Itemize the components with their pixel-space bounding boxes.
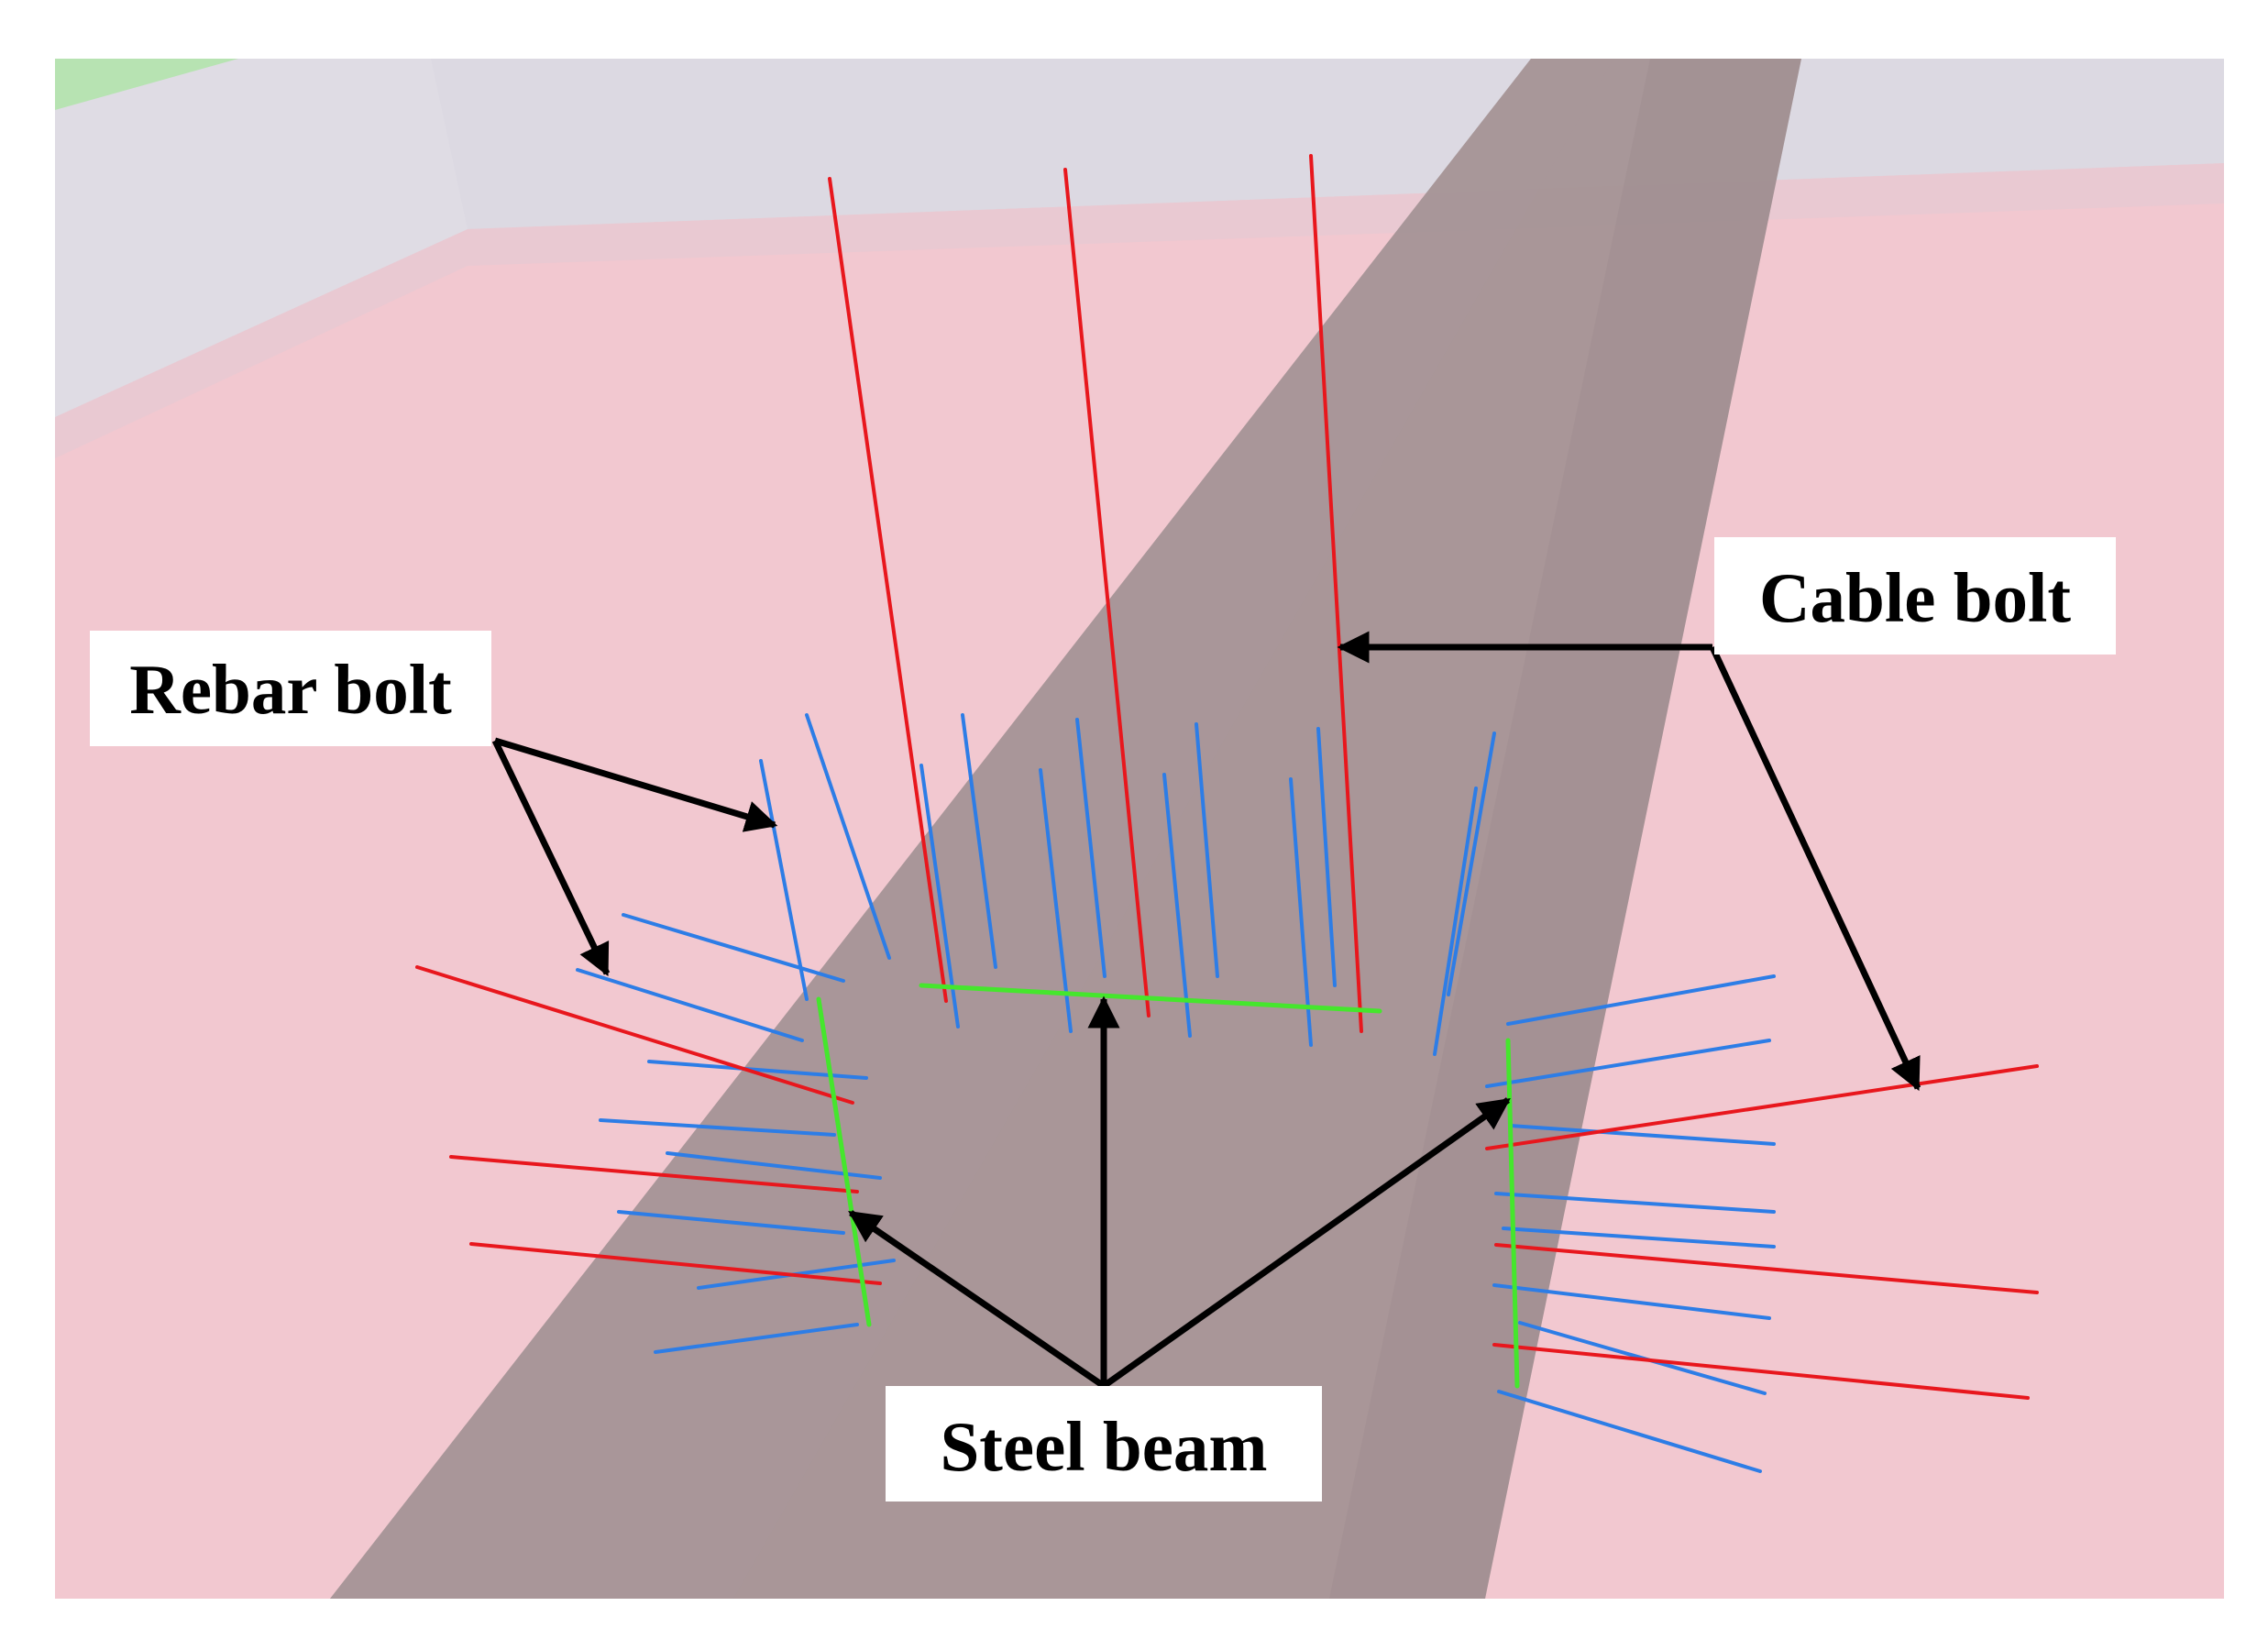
rebar-bolt-left-2 [576,968,804,1042]
rebar-bolt-roof-7 [1162,773,1192,1038]
rebar-bolt-roof-11 [1433,786,1478,1056]
rebar-bolt-text: Rebar bolt [129,650,452,729]
cable-bolt-4 [415,965,854,1105]
steel-beam-text: Steel beam [940,1407,1267,1486]
upper-wall-edge [55,163,2224,458]
cable-bolt-text: Cable bolt [1759,558,2071,637]
steel-beam-1 [919,983,1382,1014]
steel-beam-3 [1505,1038,1520,1389]
arrow-beam-3 [1101,1097,1511,1389]
rebar-bolt-left-8 [654,1323,859,1354]
arrow-rebar-2 [491,739,611,977]
cable-bolt-7 [1485,1064,2039,1150]
wall-panel [55,59,468,417]
cable-bolt-9 [1492,1343,2030,1400]
cable-bolt-2 [1063,168,1151,1018]
scene-background [55,59,2224,1599]
roadway-shadow [330,59,1801,1599]
cable-bolt-1 [828,177,948,1003]
green-corner [55,59,238,110]
rebar-bolt-roof-6 [1075,718,1106,978]
rebar-bolt-roof-5 [1039,768,1073,1033]
rebar-bolt-right-2 [1485,1039,1771,1088]
rebar-bolt-right-3 [1509,1124,1776,1146]
rebar-bolt-roof-10 [1316,727,1337,987]
arrows-layer [491,631,1921,1389]
rebar-bolt-left-4 [599,1118,836,1137]
rebar-bolt-left-6 [617,1210,845,1235]
rebar-bolt-right-6 [1492,1283,1771,1320]
roadway-shadow-inner [1329,59,1801,1599]
cable-bolt-6 [469,1242,882,1285]
rebar-bolt-right-1 [1506,974,1776,1026]
rebar-bolt-right-8 [1497,1390,1762,1473]
arrow-beam-1 [848,1210,1106,1389]
label-steel-beam: Steel beam [886,1386,1322,1502]
rebar-bolt-roof-2 [805,713,891,960]
cable-bolt-5 [449,1155,859,1194]
rebar-bolt-roof-8 [1195,722,1219,978]
arrow-cable-2 [1709,645,1921,1092]
rebar-bolt-right-4 [1494,1192,1776,1214]
rebar-bolt-left-1 [622,913,845,983]
rebar-bolt-roof-3 [919,764,960,1028]
cable-bolt-3 [1309,154,1363,1033]
rebar-bolt-roof-9 [1289,777,1313,1047]
cable-bolt-8 [1494,1243,2039,1294]
rebar-bolt-roof-12 [1447,732,1496,996]
label-rebar-bolt: Rebar bolt [90,631,491,746]
rebar-bolt-roof-1 [759,759,809,1001]
bolts-layer [415,154,2039,1473]
arrow-rebar-1 [493,737,778,832]
steel-beam-2 [816,996,872,1327]
label-cable-bolt: Cable bolt [1714,537,2116,654]
rebar-bolt-right-5 [1502,1226,1776,1248]
rebar-bolt-roof-4 [961,713,997,969]
